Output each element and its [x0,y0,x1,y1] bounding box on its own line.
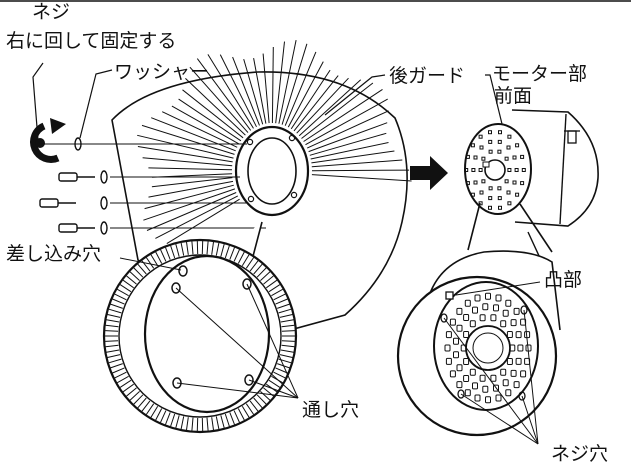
label-screw-hole: ネジ穴 [551,443,609,465]
guard-hub-detail [102,221,299,434]
arrow-right-icon [410,156,448,190]
label-motor-front-line2: 前面 [494,85,533,107]
label-motor-front-line1: モーター部 [492,63,588,85]
label-rear-guard: 後ガード [389,65,466,87]
label-insert-hole: 差し込み穴 [6,243,102,265]
label-convex-part: 凸部 [544,269,583,291]
motor-unit-drawing [464,109,599,259]
label-washer: ワッシャー [114,61,210,83]
label-screw-instruction: 右に回して固定する [6,30,177,52]
motor-front-detail [396,250,561,445]
screwdriver-rotate-icon [30,118,66,163]
label-screw: ネジ [32,1,71,23]
leader-lines-top [32,62,504,141]
screws-and-washers [39,137,266,235]
label-through-hole: 通し穴 [302,399,360,421]
